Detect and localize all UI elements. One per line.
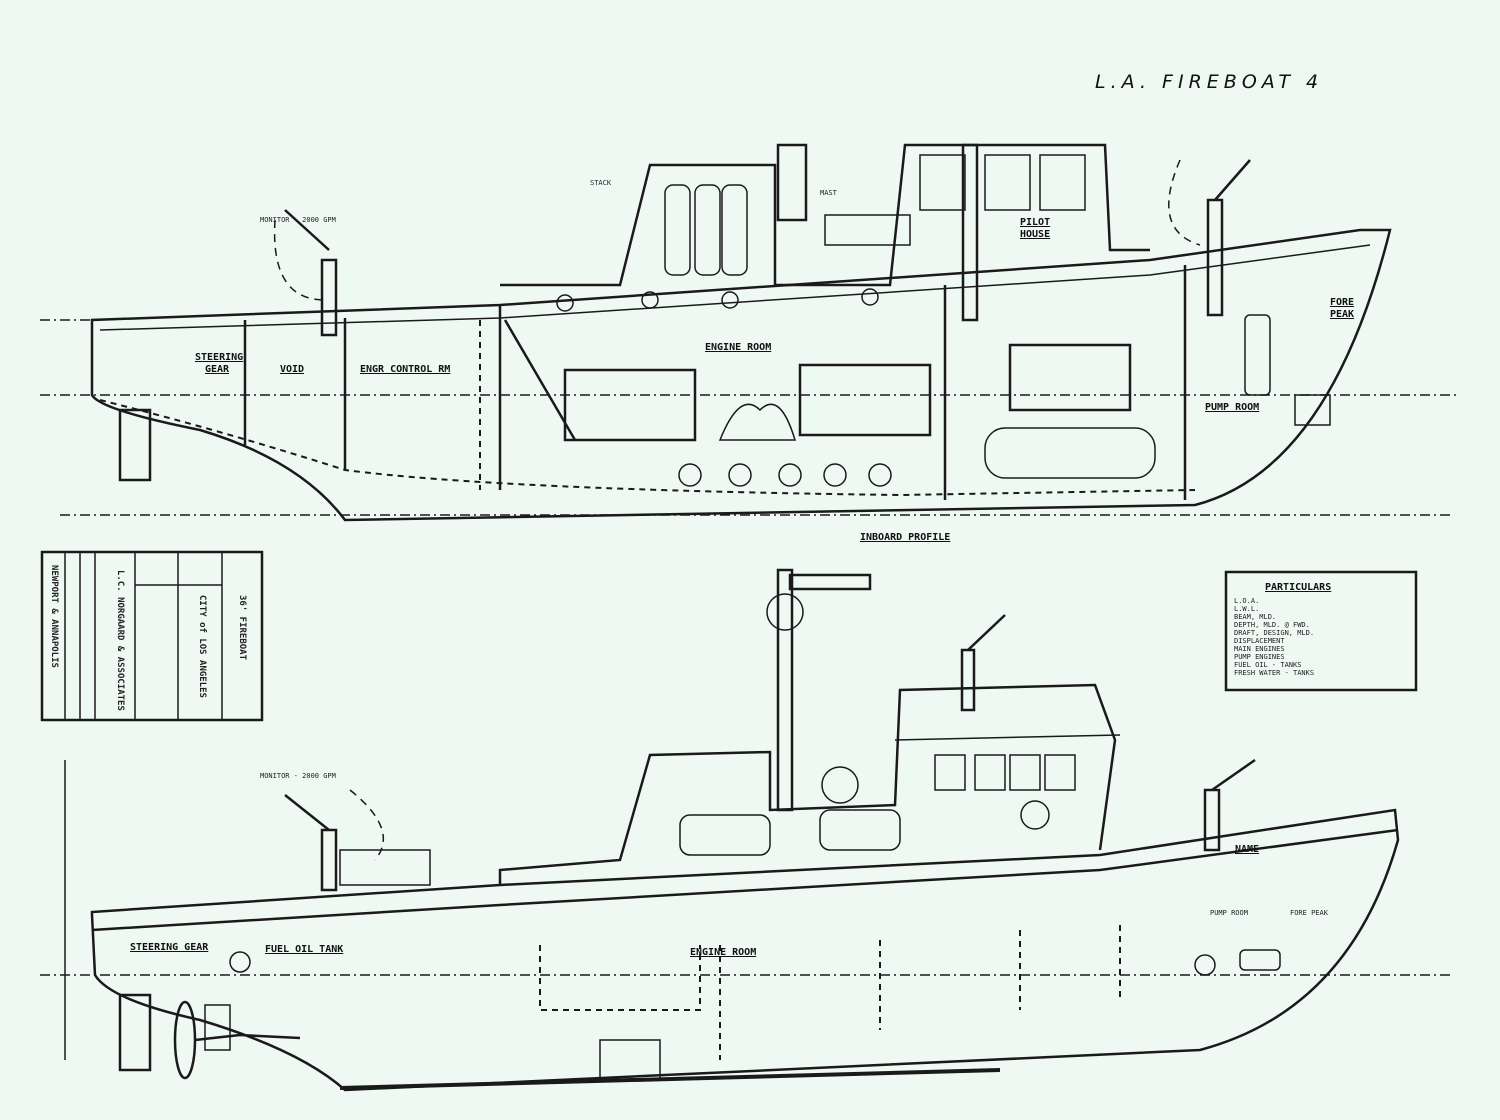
svg-text:DEPTH, MLD. @ FWD.: DEPTH, MLD. @ FWD.: [1234, 621, 1310, 629]
svg-text:FUEL OIL - TANKS: FUEL OIL - TANKS: [1234, 661, 1301, 669]
svg-text:L.W.L.: L.W.L.: [1234, 605, 1259, 613]
pump-engine: [1008, 343, 1132, 412]
drawing-title: L.A. FIREBOAT 4: [1095, 71, 1323, 93]
monitor-top: [960, 614, 1006, 712]
svg-text:MAST: MAST: [820, 189, 838, 197]
monitor-aft: [273, 209, 338, 337]
fire-emblem: [1020, 800, 1050, 830]
inboard-profile: STEERING GEAR VOID ENGR CONTROL RM ENGIN…: [40, 143, 1460, 543]
label-engine-room: ENGINE ROOM: [690, 947, 756, 958]
label-steering-gear: STEERING GEAR: [130, 942, 209, 953]
svg-text:MONITOR - 2000 GPM: MONITOR - 2000 GPM: [260, 216, 336, 224]
svg-text:DISPLACEMENT: DISPLACEMENT: [1234, 637, 1285, 645]
label-pump-room: PUMP ROOM: [1205, 402, 1259, 413]
bulkheads: [243, 265, 1187, 500]
svg-text:FORE PEAK: FORE PEAK: [1290, 909, 1329, 917]
svg-text:BEAM, MLD.: BEAM, MLD.: [1234, 613, 1276, 621]
label-engine-control: ENGR CONTROL RM: [360, 364, 450, 375]
mast: [776, 568, 794, 812]
outboard-profile: STEERING GEAR FUEL OIL TANK ENGINE ROOM …: [40, 568, 1450, 1092]
monitor-fwd: [1203, 758, 1256, 852]
engine-port: [563, 368, 697, 442]
svg-text:CITY of LOS ANGELES: CITY of LOS ANGELES: [197, 595, 207, 698]
label-engine-room: ENGINE ROOM: [705, 342, 771, 353]
title-block: L.C. NORGAARD & ASSOCIATES CITY of LOS A…: [40, 550, 264, 722]
svg-text:PEAK: PEAK: [1330, 309, 1354, 320]
rudder: [118, 408, 152, 482]
monitor-aft: [284, 789, 384, 892]
svg-text:NEWPORT & ANNAPOLIS: NEWPORT & ANNAPOLIS: [49, 565, 59, 668]
propeller: [173, 1000, 197, 1080]
stack: [776, 143, 808, 222]
svg-text:HOUSE: HOUSE: [1020, 229, 1050, 240]
particulars-table: PARTICULARS L.O.A. L.W.L. BEAM, MLD. DEP…: [1224, 570, 1418, 692]
radar: [788, 573, 872, 591]
deckhouse: [498, 683, 1117, 885]
inboard-profile-caption: INBOARD PROFILE: [860, 532, 950, 543]
svg-text:GEAR: GEAR: [205, 364, 230, 375]
rudder: [118, 993, 152, 1072]
svg-text:STACK: STACK: [590, 179, 612, 187]
svg-text:PUMP ENGINES: PUMP ENGINES: [1234, 653, 1285, 661]
label-pilot-house: PILOT: [1020, 217, 1050, 228]
svg-text:36' FIREBOAT: 36' FIREBOAT: [237, 595, 247, 661]
life-ring: [821, 766, 859, 804]
svg-text:DRAFT, DESIGN, MLD.: DRAFT, DESIGN, MLD.: [1234, 629, 1314, 637]
label-fuel-oil-tank: FUEL OIL TANK: [265, 944, 343, 955]
monitor-fwd: [1168, 159, 1251, 317]
svg-text:FRESH WATER - TANKS: FRESH WATER - TANKS: [1234, 669, 1314, 677]
mast: [961, 143, 979, 322]
label-steering-gear: STEERING: [195, 352, 243, 363]
engine-stbd: [798, 363, 932, 437]
svg-text:PARTICULARS: PARTICULARS: [1265, 582, 1331, 593]
label-fore-peak: FORE: [1330, 297, 1354, 308]
svg-text:L.C. NORGAARD & ASSOCIATES: L.C. NORGAARD & ASSOCIATES: [115, 570, 125, 711]
svg-text:L.O.A.: L.O.A.: [1234, 597, 1259, 605]
ladder: [503, 319, 577, 441]
svg-text:PUMP ROOM: PUMP ROOM: [1210, 909, 1248, 917]
label-name: NAME: [1235, 844, 1259, 855]
fuel-tanks: [678, 463, 892, 487]
hull-outline: [90, 228, 1392, 522]
svg-text:MAIN ENGINES: MAIN ENGINES: [1234, 645, 1285, 653]
svg-text:MONITOR - 2000 GPM: MONITOR - 2000 GPM: [260, 772, 336, 780]
deckhouse: [500, 143, 1150, 287]
label-void: VOID: [280, 364, 304, 375]
portholes: [556, 288, 879, 312]
